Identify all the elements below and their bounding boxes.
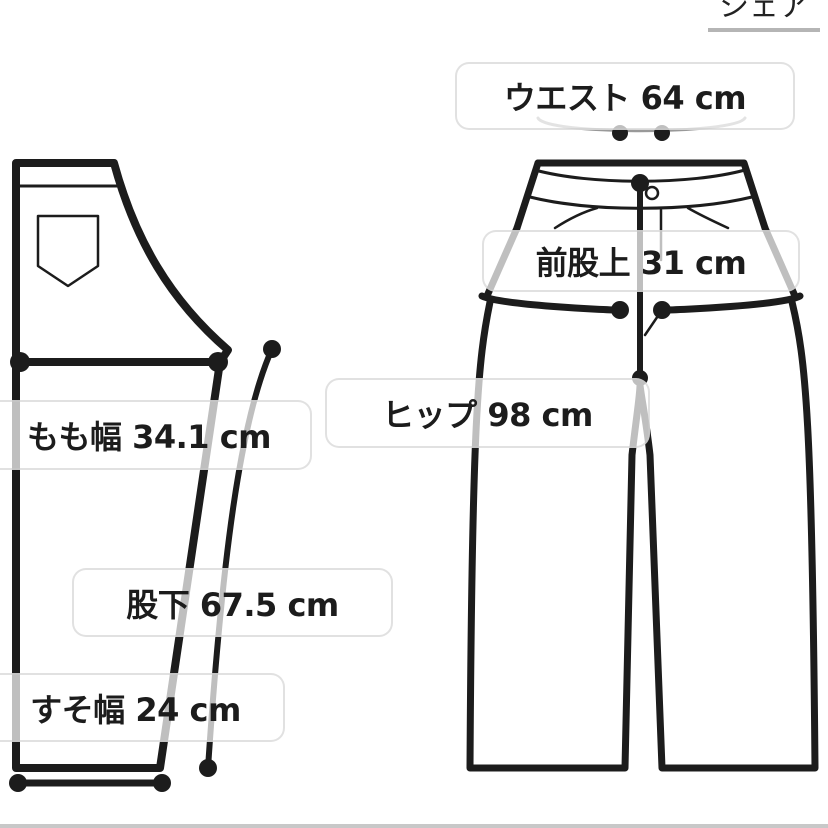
back-pocket [36,214,100,288]
side-view-pants [9,159,281,792]
waistband [534,159,769,232]
inseam-label: 股下 67.5 cm [72,568,393,637]
waist-label: ウエスト 64 cm [455,62,795,130]
rise-dot-left [611,301,629,319]
right-leg [636,298,819,772]
hem-dot-left [9,774,27,792]
hem-dot-right [153,774,171,792]
share-link[interactable]: シェア [708,0,820,32]
hem-label: すそ幅 24 cm [0,673,285,742]
front-rise-label: 前股上 31 cm [482,230,800,292]
thigh-dot-left [10,352,30,372]
hip-label: ヒップ 98 cm [325,378,650,448]
inseam-dot-bottom [199,759,217,777]
divider [0,824,828,828]
inseam-dot-top [263,340,281,358]
left-leg [466,298,644,772]
side-outline [12,159,232,772]
thigh-label: もも幅 34.1 cm [0,400,312,470]
rise-dot-top [631,174,649,192]
thigh-dot-right [208,352,228,372]
